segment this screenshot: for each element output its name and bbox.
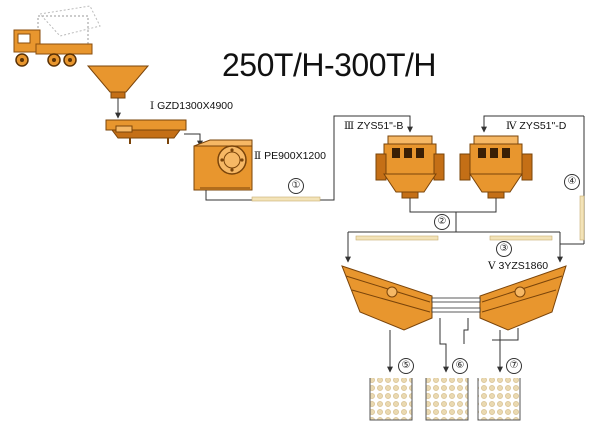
belt-conveyor-4 [579, 195, 585, 241]
truck-icon [13, 5, 101, 67]
hopper-icon [86, 65, 150, 99]
cone-crusher-d-model: ZYS51"-D [519, 120, 567, 132]
belt-conveyor-2 [355, 235, 439, 241]
conveyor-number-5: ⑤ [398, 358, 414, 374]
stockpile-icon [425, 378, 469, 421]
conveyor-number-1: ① [288, 178, 304, 194]
cone-crusher-d-label: Ⅳ ZYS51"-D [506, 120, 566, 132]
stockpile-icon [477, 378, 521, 421]
cone-crusher-b-numeral: Ⅲ [344, 120, 355, 132]
jaw-crusher-icon [193, 139, 253, 191]
diagram-title: 250T/H-300T/H [222, 47, 437, 83]
belt-conveyor-1 [251, 196, 321, 202]
vibrating-screen-model: 3YZS1860 [498, 260, 549, 272]
conveyor-number-6: ⑥ [452, 358, 468, 374]
belt-conveyor-3 [489, 235, 553, 241]
feeder-label: Ⅰ GZD1300X4900 [150, 100, 233, 112]
stockpile-icon [369, 378, 413, 421]
jaw-crusher-numeral: Ⅱ [254, 150, 262, 162]
vibrating-screen-numeral: Ⅴ [488, 260, 496, 272]
cone-crusher-b-label: Ⅲ ZYS51"-B [344, 120, 403, 132]
feeder-icon [105, 119, 187, 144]
jaw-crusher-label: Ⅱ PE900X1200 [254, 150, 326, 162]
feeder-model: GZD1300X4900 [157, 100, 233, 112]
vibrating-screen-icon [479, 265, 567, 331]
cone-crusher-d-numeral: Ⅳ [506, 120, 517, 132]
jaw-crusher-model: PE900X1200 [264, 150, 326, 162]
vibrating-screen-icon [341, 265, 433, 331]
conveyor-number-2: ② [434, 214, 450, 230]
cone-crusher-icon [375, 135, 445, 199]
conveyor-number-4: ④ [564, 174, 580, 190]
feeder-numeral: Ⅰ [150, 100, 155, 112]
conveyor-number-3: ③ [496, 241, 512, 257]
cone-crusher-icon [459, 135, 533, 199]
conveyor-number-7: ⑦ [506, 358, 522, 374]
vibrating-screen-label: Ⅴ 3YZS1860 [488, 260, 548, 272]
cone-crusher-b-model: ZYS51"-B [357, 120, 404, 132]
